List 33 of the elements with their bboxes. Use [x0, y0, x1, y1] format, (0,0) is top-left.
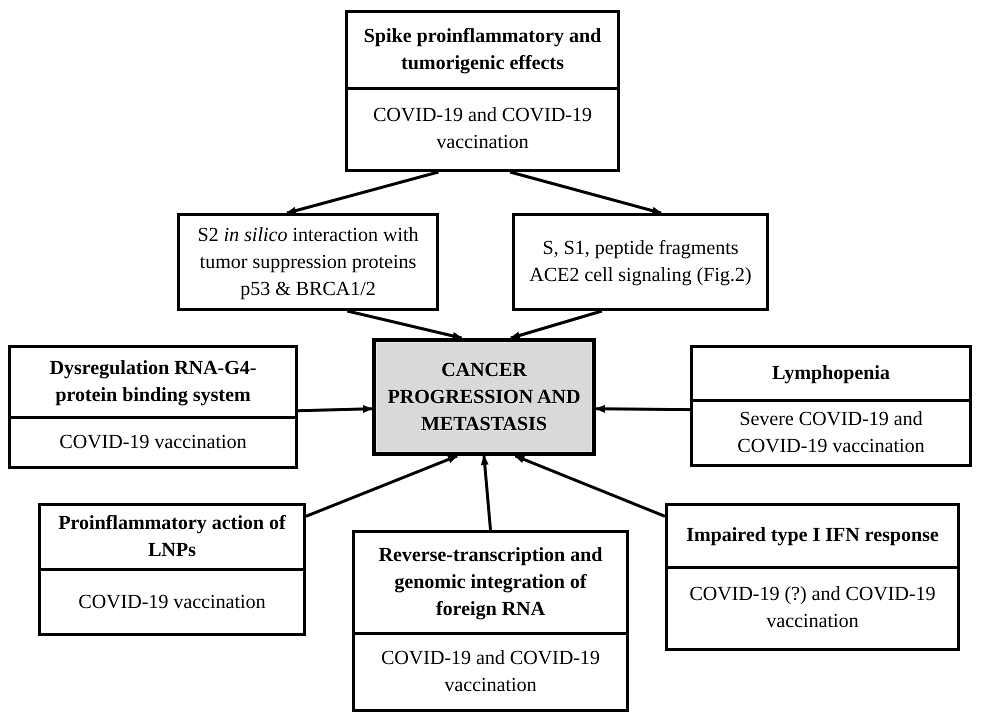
arrow — [595, 404, 690, 413]
process-box — [8, 345, 298, 469]
arrow — [510, 310, 602, 340]
process-box — [352, 530, 629, 712]
process-box — [38, 503, 306, 636]
box-text: COVID-19 and COVID-19 vaccination — [372, 103, 593, 156]
box-text: COVID-19 vaccination — [78, 590, 266, 615]
box-text: S, S1, peptide fragments ACE2 cell signaling (Fig.2) — [528, 236, 753, 288]
arrow — [298, 405, 373, 414]
box-text: Severe COVID-19 and COVID-19 vaccination — [736, 407, 926, 459]
process-box — [665, 503, 960, 651]
box-text: S2 in silico interaction with tumor suppression proteins p53 & BRCA1/2 — [196, 222, 420, 302]
box-heading: Impaired type I IFN response — [686, 523, 939, 548]
arrow — [514, 454, 666, 518]
box-text: COVID-19 vaccination — [59, 430, 247, 455]
arrow — [480, 455, 492, 530]
box-heading: Proinflammatory action of LNPs — [57, 511, 287, 564]
process-box — [345, 10, 620, 172]
process-box — [177, 213, 439, 311]
box-text: COVID-19 (?) and COVID-19 vaccination — [688, 582, 937, 634]
box-heading: Lymphopenia — [772, 361, 890, 386]
arrow — [346, 310, 463, 340]
box-text: COVID-19 and COVID-19 vaccination — [380, 646, 601, 698]
arrow — [286, 170, 439, 214]
box-heading: CANCER PROGRESSION AND METASTASIS — [386, 358, 582, 436]
box-heading: Spike proinflammatory and tumorigenic effects — [362, 24, 602, 76]
arrow — [305, 454, 458, 518]
box-heading: Dysregulation RNA-G4-protein binding system — [48, 356, 258, 408]
process-box — [690, 345, 972, 467]
arrow — [510, 170, 662, 214]
process-box — [512, 213, 769, 311]
central-box — [372, 338, 596, 456]
box-heading: Reverse-transcription and genomic integration of foreign RNA — [378, 542, 604, 622]
